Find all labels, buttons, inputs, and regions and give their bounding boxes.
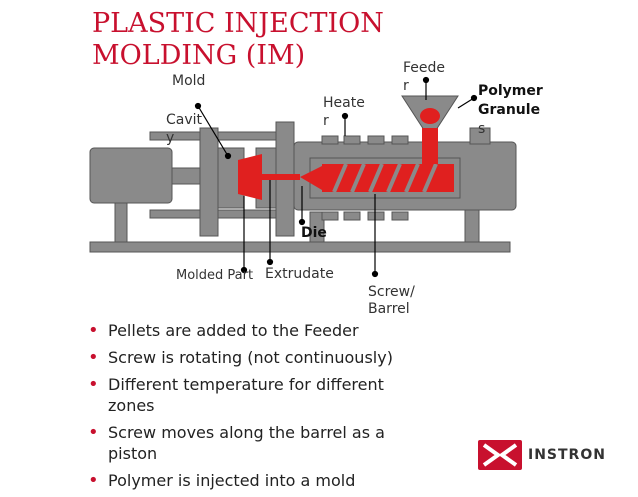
heater-band-8 <box>391 211 409 221</box>
clamp-rod-lower <box>149 209 291 219</box>
bullet-item: Pellets are added to the Feeder <box>88 320 418 341</box>
machine-leg-mid <box>309 211 325 243</box>
heater-band-4 <box>391 135 409 145</box>
feeder-throat <box>422 128 438 164</box>
screw-flights <box>332 163 438 193</box>
bullet-item: Screw is rotating (not continuously) <box>88 347 418 368</box>
heater-band-1 <box>321 135 339 145</box>
instron-logo: INSTRON <box>478 438 606 472</box>
mold-cavity-part <box>238 154 262 200</box>
label-heater-1: Heate <box>323 95 365 111</box>
label-cavity-2: y <box>166 130 175 146</box>
slide-title: PLASTIC INJECTION MOLDING (IM) <box>92 8 384 71</box>
machine-base <box>89 241 511 253</box>
extrudate-stream <box>262 174 300 180</box>
label-heater-2: r <box>323 113 329 129</box>
label-mold: Mold <box>172 73 206 89</box>
heater-band-7 <box>367 211 385 221</box>
machine-leg-right <box>464 209 480 243</box>
clamp-ram <box>171 167 203 185</box>
heater-band-6 <box>343 211 361 221</box>
label-feeder-1: Feede <box>403 60 446 76</box>
label-extrudate: Extrudate <box>265 266 334 282</box>
instron-x-logo-icon <box>478 440 522 470</box>
bullet-item: Different temperature for different zone… <box>88 374 418 416</box>
label-screw-1: Screw/ <box>368 284 415 300</box>
logo-text: INSTRON <box>528 447 606 463</box>
label-cavity-1: Cavit <box>166 112 203 128</box>
label-polymer-2: Granule <box>478 102 541 118</box>
bullet-item: Polymer is injected into a mold <box>88 470 418 491</box>
injection-molding-diagram <box>89 76 517 278</box>
label-feeder-2: r <box>403 78 409 94</box>
label-molded-part: Molded Part <box>176 268 254 283</box>
bullet-item: Screw moves along the barrel as a piston <box>88 422 418 464</box>
label-polymer-3: s <box>478 121 486 137</box>
hopper-side-block <box>469 127 491 145</box>
moving-platen <box>199 127 219 237</box>
heater-band-3 <box>367 135 385 145</box>
label-screw-2: Barrel <box>368 301 410 317</box>
machine-leg-left <box>114 199 128 243</box>
heater-band-2 <box>343 135 361 145</box>
nozzle-die <box>300 166 322 190</box>
polymer-granules-icon <box>420 108 440 124</box>
heater-band-5 <box>321 211 339 221</box>
bullet-list: Pellets are added to the Feeder Screw is… <box>88 320 418 497</box>
label-die: Die <box>301 225 327 241</box>
clamp-cylinder <box>89 147 173 204</box>
label-polymer-1: Polymer <box>478 83 543 99</box>
